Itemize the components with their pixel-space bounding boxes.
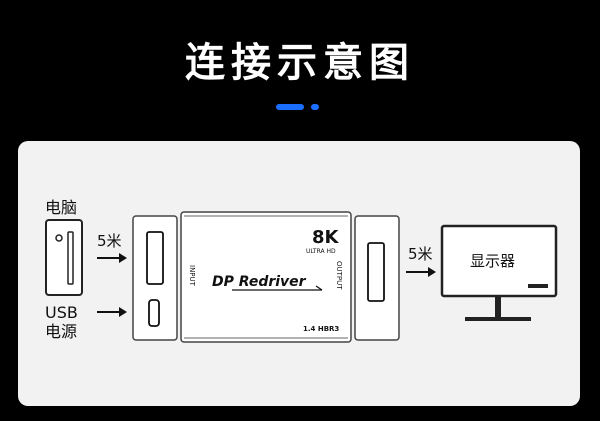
title-accent-bar xyxy=(276,104,304,110)
device-name-underline-tip xyxy=(315,285,323,291)
dp-redriver-box xyxy=(180,211,352,343)
device-input-end xyxy=(132,215,178,341)
monitor-icon xyxy=(440,224,558,298)
resolution-badge: 8K xyxy=(312,227,340,248)
monitor-label: 显示器 xyxy=(470,252,515,270)
input-cable-length: 5米 xyxy=(97,232,122,250)
input-side-label: INPUT xyxy=(188,265,196,287)
power-arrow-head xyxy=(119,307,127,317)
page-title: 连接示意图 xyxy=(185,40,415,86)
monitor-stand-base xyxy=(465,317,531,321)
dp-input-port xyxy=(146,231,164,285)
computer-drive-slot xyxy=(67,231,74,285)
input-arrow-head xyxy=(119,253,127,263)
device-output-end xyxy=(354,215,400,341)
resolution-subtitle: ULTRA HD xyxy=(306,248,336,255)
output-arrow-head xyxy=(428,267,436,277)
device-spec: 1.4 HBR3 xyxy=(303,325,339,333)
device-name: DP Redriver xyxy=(212,274,307,290)
output-side-label: OUTPUT xyxy=(335,261,343,290)
monitor-indicator xyxy=(528,284,548,288)
monitor-stand-neck xyxy=(495,297,501,317)
output-cable-length: 5米 xyxy=(408,245,433,263)
dp-output-port xyxy=(367,242,385,302)
computer-icon xyxy=(45,219,83,296)
usb-power-port xyxy=(148,299,160,327)
title-accent-dot xyxy=(311,104,319,110)
computer-power-button xyxy=(55,234,63,242)
usb-power-label-line1: USB xyxy=(45,303,78,322)
usb-power-label-line2: 电源 xyxy=(45,322,77,341)
computer-label: 电脑 xyxy=(45,198,77,217)
